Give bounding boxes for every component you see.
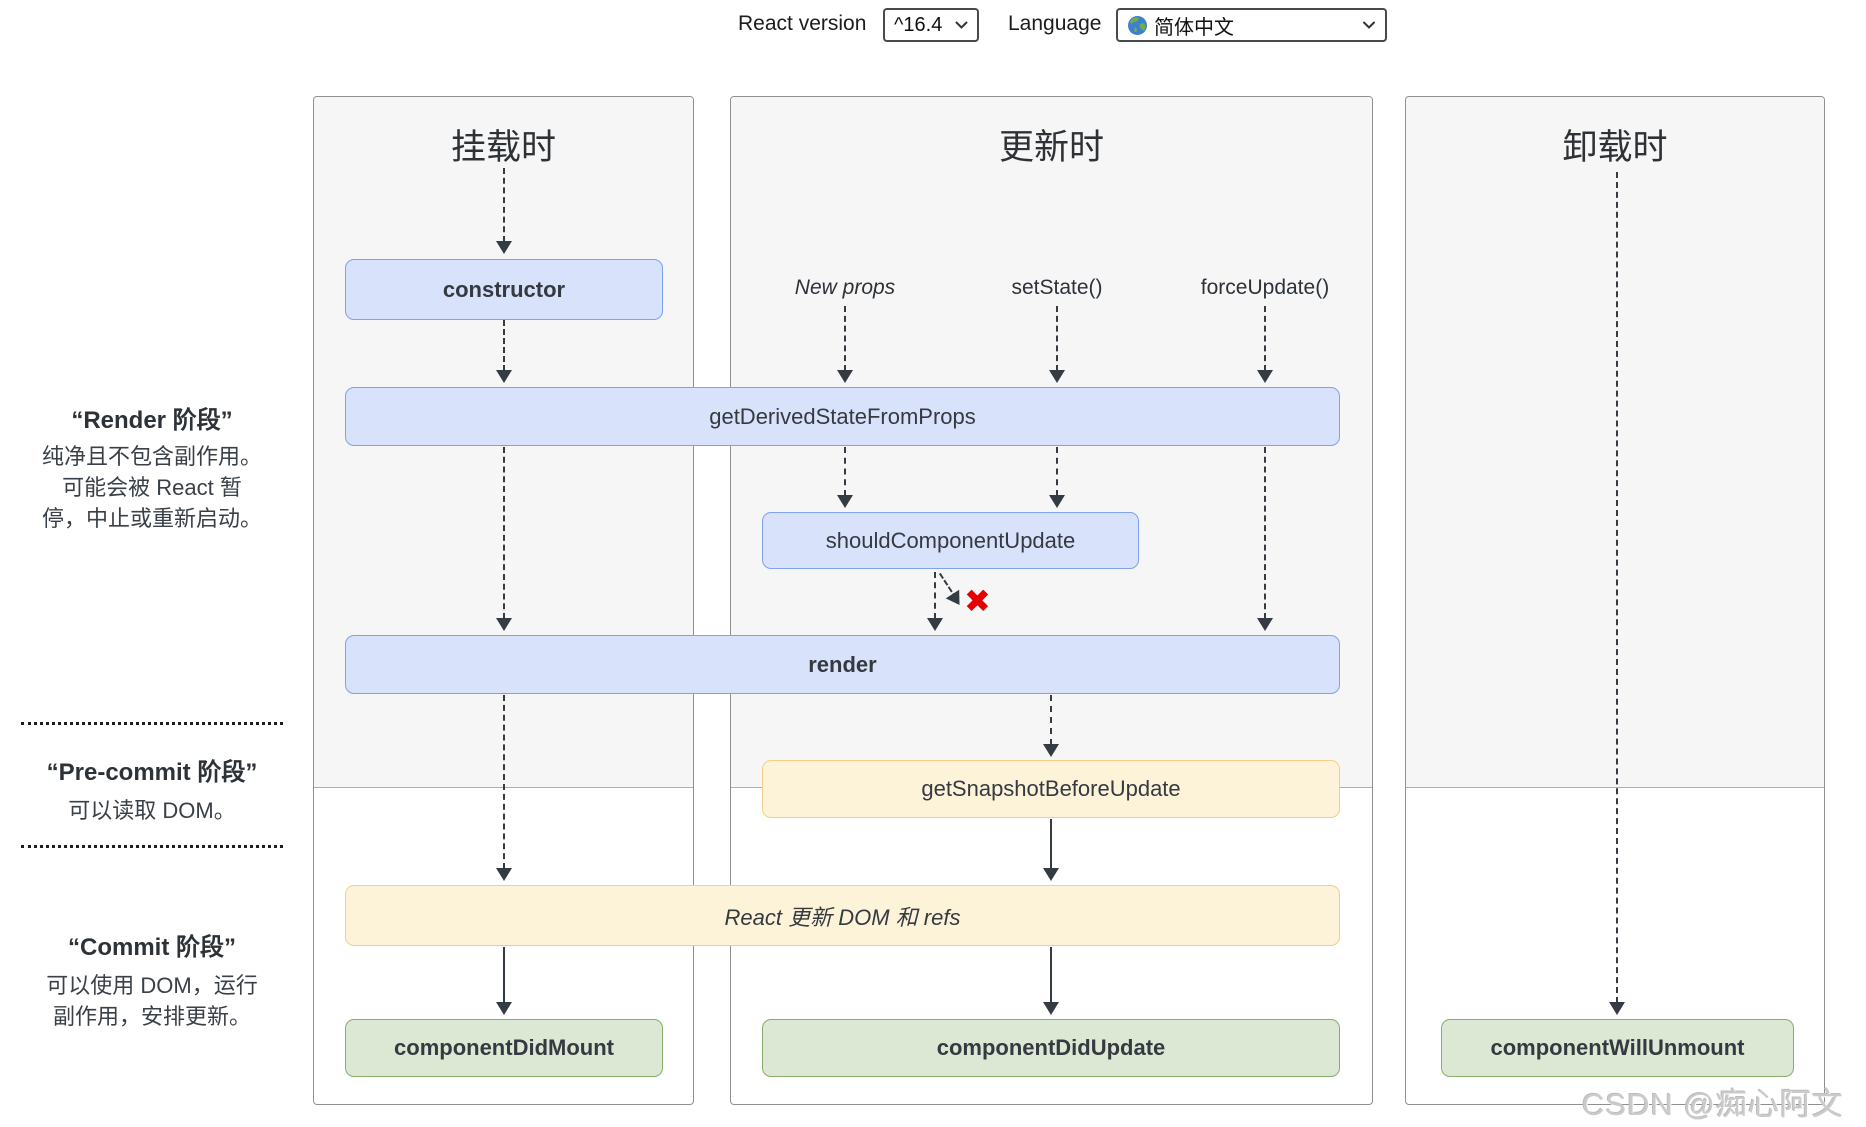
arrowhead: [496, 1002, 512, 1015]
trigger-set-state: setState(): [1011, 276, 1103, 299]
component-will-unmount-box[interactable]: componentWillUnmount: [1441, 1019, 1794, 1077]
pre-commit-phase-title: “Pre-commit 阶段”: [46, 759, 258, 786]
render-box[interactable]: render: [345, 635, 1340, 694]
get-snapshot-before-update-box[interactable]: getSnapshotBeforeUpdate: [762, 760, 1340, 818]
phase-divider: [21, 722, 283, 725]
component-did-mount-box[interactable]: componentDidMount: [345, 1019, 663, 1077]
panel-mounting-title: 挂载时: [450, 128, 556, 167]
trigger-force-update: forceUpdate(): [1200, 276, 1330, 299]
arrowhead: [1043, 1002, 1059, 1015]
panel-unmounting: 卸载时: [1405, 96, 1825, 1105]
language-label: Language: [1008, 12, 1102, 35]
globe-icon: [1127, 15, 1148, 36]
arrow-line: [934, 572, 936, 619]
arrow-line: [503, 320, 505, 371]
arrowhead: [837, 495, 853, 508]
should-component-update-box[interactable]: shouldComponentUpdate: [762, 512, 1139, 569]
arrowhead: [496, 241, 512, 254]
language-value: 简体中文: [1154, 16, 1234, 39]
csdn-watermark: CSDN @痴心阿文: [1582, 1087, 1844, 1122]
render-phase-background: [1406, 97, 1824, 788]
get-derived-state-from-props-box[interactable]: getDerivedStateFromProps: [345, 387, 1340, 446]
arrowhead: [1049, 495, 1065, 508]
no-render-cross-icon: ✖: [964, 583, 991, 619]
react-updates-dom-box: React 更新 DOM 和 refs: [345, 885, 1340, 946]
panel-unmounting-title: 卸载时: [1562, 128, 1668, 167]
arrowhead: [1043, 868, 1059, 881]
arrowhead: [1043, 744, 1059, 757]
arrowhead: [1257, 618, 1273, 631]
arrow-line: [503, 695, 505, 869]
arrow-line: [844, 447, 846, 496]
arrow-line: [1050, 695, 1052, 745]
render-phase-description: 纯净且不包含副作用。 可能会被 React 暂 停，中止或重新启动。: [41, 444, 262, 531]
react-version-label: React version: [738, 12, 867, 35]
arrow-line: [1264, 447, 1266, 619]
constructor-box[interactable]: constructor: [345, 259, 663, 320]
arrowhead: [1049, 370, 1065, 383]
chevron-down-icon: [955, 21, 968, 30]
arrow-line: [1056, 306, 1058, 371]
render-phase-title: “Render 阶段”: [71, 407, 233, 434]
arrow-line: [1616, 172, 1618, 1003]
arrowhead: [496, 618, 512, 631]
chevron-down-icon: [1362, 21, 1376, 30]
arrow-line: [1050, 947, 1052, 1003]
arrowhead: [1609, 1002, 1625, 1015]
react-version-value: ^16.4: [894, 13, 943, 36]
react-version-select[interactable]: ^16.4: [883, 8, 979, 42]
arrow-line: [503, 947, 505, 1003]
pre-commit-phase-description: 可以读取 DOM。: [68, 798, 236, 823]
arrow-line: [1050, 819, 1052, 869]
arrowhead: [927, 618, 943, 631]
arrow-line: [1056, 447, 1058, 496]
commit-phase-description: 可以使用 DOM，运行 副作用，安排更新。: [46, 973, 258, 1029]
arrow-line: [503, 447, 505, 619]
arrowhead: [496, 868, 512, 881]
arrow-line: [503, 168, 505, 242]
trigger-new-props: New props: [794, 276, 896, 299]
arrowhead: [1257, 370, 1273, 383]
arrowhead: [837, 370, 853, 383]
phase-divider: [21, 845, 283, 848]
arrowhead: [496, 370, 512, 383]
arrow-line: [1264, 306, 1266, 371]
arrow-line: [844, 306, 846, 371]
language-select[interactable]: 简体中文: [1116, 8, 1387, 42]
component-did-update-box[interactable]: componentDidUpdate: [762, 1019, 1340, 1077]
panel-updating-title: 更新时: [998, 128, 1104, 167]
commit-phase-title: “Commit 阶段”: [68, 934, 236, 961]
